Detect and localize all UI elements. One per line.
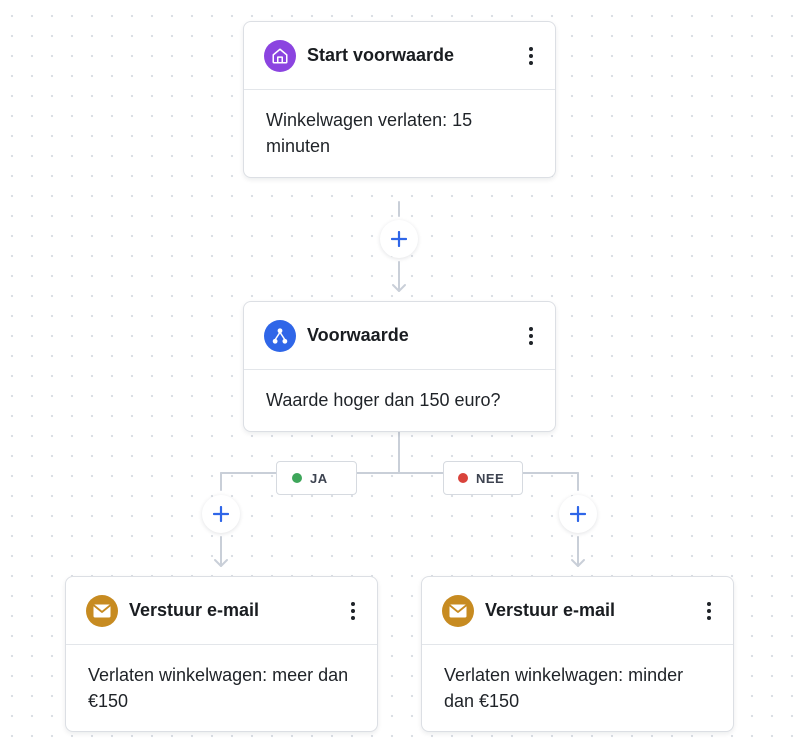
email-node-no-header: Verstuur e-mail xyxy=(422,577,733,645)
envelope-icon xyxy=(442,594,474,627)
plus-icon xyxy=(391,231,407,247)
plus-icon xyxy=(213,506,229,522)
no-dot-icon xyxy=(458,473,468,483)
email-node-yes-title: Verstuur e-mail xyxy=(129,600,260,620)
more-vertical-icon[interactable] xyxy=(343,597,363,625)
start-node-header: Start voorwaarde xyxy=(244,22,555,90)
home-icon xyxy=(264,39,296,72)
more-vertical-icon[interactable] xyxy=(521,322,541,350)
branch-label-no-text: NEE xyxy=(476,470,505,486)
condition-node-title: Voorwaarde xyxy=(307,325,409,345)
arrowhead-yes xyxy=(214,559,228,567)
email-node-yes-body: Verlaten winkelwagen: meer dan €150 xyxy=(88,665,349,711)
condition-node-body: Waarde hoger dan 150 euro? xyxy=(266,390,501,410)
email-node-no[interactable]: Verstuur e-mail Verlaten winkelwagen: mi… xyxy=(421,576,734,732)
add-step-button[interactable] xyxy=(380,220,418,258)
more-vertical-icon[interactable] xyxy=(521,42,541,70)
branch-label-no[interactable]: NEE xyxy=(443,461,523,495)
condition-node[interactable]: Voorwaarde Waarde hoger dan 150 euro? xyxy=(243,301,556,432)
branch-icon xyxy=(264,319,296,352)
email-node-yes[interactable]: Verstuur e-mail Verlaten winkelwagen: me… xyxy=(65,576,378,732)
condition-node-header: Voorwaarde xyxy=(244,302,555,370)
arrowhead-no xyxy=(571,559,585,567)
add-step-button-yes[interactable] xyxy=(202,495,240,533)
start-node[interactable]: Start voorwaarde Winkelwagen verlaten: 1… xyxy=(243,21,556,178)
email-node-yes-header: Verstuur e-mail xyxy=(66,577,377,645)
plus-icon xyxy=(570,506,586,522)
start-node-body: Winkelwagen verlaten: 15 minuten xyxy=(266,110,473,156)
start-node-title: Start voorwaarde xyxy=(307,45,455,65)
yes-dot-icon xyxy=(292,473,302,483)
email-node-no-body: Verlaten winkelwagen: minder dan €150 xyxy=(444,665,684,711)
arrowhead-condition xyxy=(392,284,406,292)
email-node-no-title: Verstuur e-mail xyxy=(485,600,616,620)
more-vertical-icon[interactable] xyxy=(699,597,719,625)
envelope-icon xyxy=(86,594,118,627)
branch-label-yes-text: JA xyxy=(310,470,328,486)
add-step-button-no[interactable] xyxy=(559,495,597,533)
branch-label-yes[interactable]: JA xyxy=(276,461,357,495)
